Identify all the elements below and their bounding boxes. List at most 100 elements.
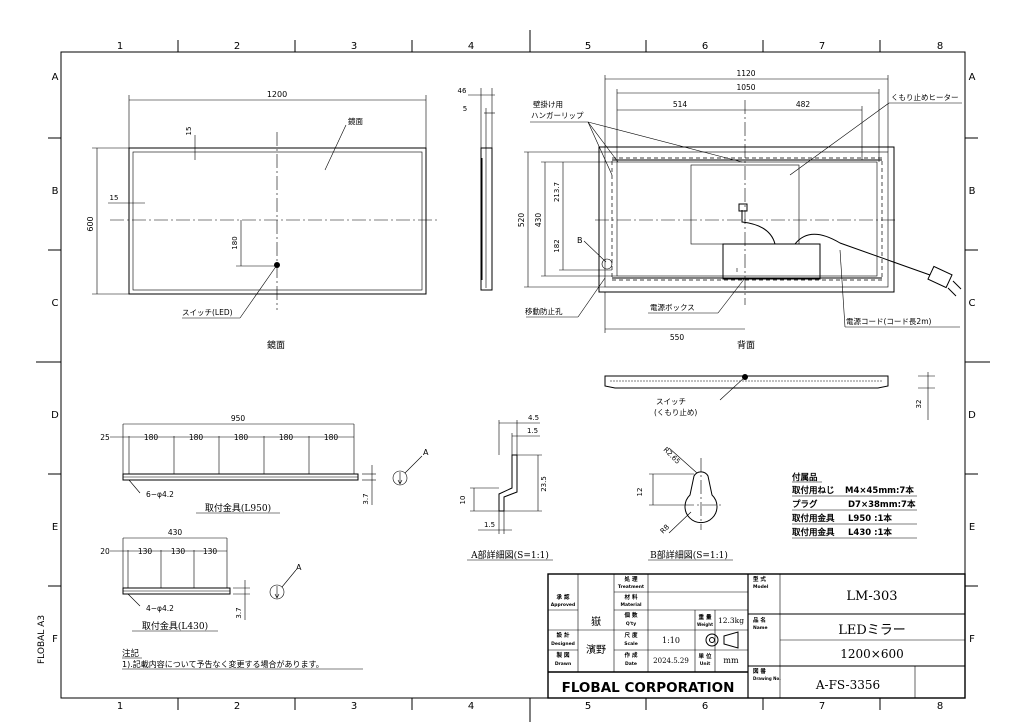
tb-treatment-jp: 処 理 xyxy=(624,575,638,583)
caption-detail-b: B部詳細図(S=1:1) xyxy=(650,549,728,561)
title-block: 承 認 Approved 設 計 Designed 製 図 Drawn 処 理 … xyxy=(547,573,966,699)
label-power-cord: 電源コード(コード長2m) xyxy=(846,317,932,326)
dim-a-1-5-top: 1.5 xyxy=(527,427,538,435)
label-switch-anti-fog-2: (くもり止め) xyxy=(654,407,697,417)
tb-approver: 嶽 xyxy=(591,616,601,628)
tb-drawing-no-jp: 図 番 xyxy=(753,667,766,675)
accessory-row-1-name: 取付用ねじ xyxy=(792,485,835,496)
tb-size-value: 1200×600 xyxy=(840,647,904,661)
grid-row-a-right: A xyxy=(969,72,976,83)
tb-unit-jp: 単 位 xyxy=(699,652,712,660)
grid-col-5-bottom: 5 xyxy=(585,701,591,712)
tb-approved-en: Approved xyxy=(551,602,575,608)
accessories-title: 付属品 xyxy=(792,472,818,483)
dim-a-1-5-bottom: 1.5 xyxy=(484,521,495,529)
dim-side-depth: 46 xyxy=(458,87,467,95)
caption-l430: 取付金具(L430) xyxy=(142,620,208,632)
grid-row-d-left: D xyxy=(51,410,59,421)
tb-model-jp: 型 式 xyxy=(753,575,766,583)
front-view: 1200 600 15 15 180 スイッチ(LED) 鏡面 鏡面 xyxy=(86,90,440,351)
grid-col-8-bottom: 8 xyxy=(937,701,943,712)
dim-back-1120: 1120 xyxy=(736,69,755,78)
tb-unit-en: Unit xyxy=(700,661,711,667)
detail-b: R2.65 12 R8 B部詳細図(S=1:1) xyxy=(636,446,733,561)
label-b: B xyxy=(577,236,583,245)
tb-drawing-no-value: A-FS-3356 xyxy=(815,678,880,692)
caption-detail-a: A部詳細図(S=1:1) xyxy=(470,549,549,561)
detail-a-marker-l430 xyxy=(269,584,285,600)
b-detail-marker xyxy=(601,258,613,270)
label-switch-led: スイッチ(LED) xyxy=(182,308,233,317)
grid-col-2-top: 2 xyxy=(234,41,240,52)
tb-unit-value: mm xyxy=(723,656,739,665)
grid-col-5-top: 5 xyxy=(585,41,591,52)
bracket-l950: 950 25 180 180 180 180 180 6−φ4.2 3.7 A … xyxy=(100,414,429,514)
tb-name-jp: 品 名 xyxy=(753,616,766,624)
dim-l950-total: 950 xyxy=(231,414,246,423)
grid-row-e-left: E xyxy=(52,522,58,533)
dim-a-4-5: 4.5 xyxy=(528,414,539,422)
back-view: 1120 1050 514 482 520 430 213.7 182 550 … xyxy=(517,69,962,351)
caption-back-view: 背面 xyxy=(737,339,755,351)
dim-back-550: 550 xyxy=(670,333,685,342)
bracket-l430: 430 20 130 130 130 4−φ4.2 3.7 A 取付金具(L43… xyxy=(100,528,302,632)
tb-model-en: Model xyxy=(753,584,769,590)
tb-drawn-jp: 製 図 xyxy=(557,651,570,659)
tb-weight-value: 12.3kg xyxy=(718,616,744,625)
grid-col-1-bottom: 1 xyxy=(117,701,123,712)
grid-col-7-bottom: 7 xyxy=(819,701,825,712)
plug-icon xyxy=(927,265,962,297)
label-l430-holes: 4−φ4.2 xyxy=(146,604,174,613)
dim-front-width: 1200 xyxy=(267,90,287,99)
caption-l950: 取付金具(L950) xyxy=(205,502,271,514)
dim-a-23-5: 23.5 xyxy=(540,476,548,492)
label-anti-move-hole: 移動防止孔 xyxy=(525,306,563,316)
dim-l430-3-7: 3.7 xyxy=(235,607,243,618)
dim-b-r2-65: R2.65 xyxy=(662,446,682,466)
dim-back-213-7: 213.7 xyxy=(553,182,561,202)
grid-col-7-top: 7 xyxy=(819,41,825,52)
tb-company: FLOBAL CORPORATION xyxy=(562,680,735,696)
tb-weight-en: Weight xyxy=(697,622,713,627)
accessory-row-1-value: M4×45mm:7本 xyxy=(845,485,914,496)
dim-front-side-margin: 15 xyxy=(110,194,119,202)
dim-a-10: 10 xyxy=(459,496,467,505)
tb-drawn-en: Drawn xyxy=(555,661,571,667)
grid-col-3-bottom: 3 xyxy=(351,701,357,712)
accessory-row-4-value: L430 :1本 xyxy=(848,527,892,538)
grid-row-a-left: A xyxy=(52,72,59,83)
dim-b-12: 12 xyxy=(636,488,644,497)
dim-l430-edge: 20 xyxy=(100,547,110,556)
tb-material-jp: 材 料 xyxy=(625,593,638,601)
dim-l430-pitch-3: 130 xyxy=(203,547,218,556)
grid-row-f-right: F xyxy=(969,634,975,645)
caption-front-view: 鏡面 xyxy=(267,339,285,351)
dim-switch-height: 180 xyxy=(231,236,239,249)
tb-approved-jp: 承 認 xyxy=(557,593,570,601)
dim-back-520: 520 xyxy=(517,213,526,228)
grid-row-e-right: E xyxy=(969,522,975,533)
dim-l950-3-7: 3.7 xyxy=(362,493,370,504)
grid-row-b-left: B xyxy=(52,186,59,197)
dim-back-1050: 1050 xyxy=(736,83,755,92)
tb-material-en: Material xyxy=(620,602,642,608)
label-power-box: 電源ボックス xyxy=(650,303,695,312)
tb-name-value: LEDミラー xyxy=(838,623,906,638)
dim-l950-pitch-2: 180 xyxy=(189,433,204,442)
grid-col-6-bottom: 6 xyxy=(702,701,708,712)
bottom-view: 32 スイッチ (くもり止め) xyxy=(604,372,935,420)
detail-a: 4.5 1.5 23.5 10 1.5 A部詳細図(S=1:1) xyxy=(459,414,553,561)
grid-row-c-left: C xyxy=(52,298,59,309)
label-switch-anti-fog-1: スイッチ xyxy=(656,397,686,406)
projection-symbol-icon xyxy=(705,631,739,649)
label-hanger-line2: ハンガーリップ xyxy=(531,110,584,120)
dim-l430-pitch-2: 130 xyxy=(171,547,186,556)
tb-weight-jp: 重 量 xyxy=(699,613,712,621)
grid-row-b-right: B xyxy=(969,186,976,197)
accessory-row-2-value: D7×38mm:7本 xyxy=(848,499,916,510)
tb-treatment-en: Treatment xyxy=(618,584,645,590)
grid-col-8-top: 8 xyxy=(937,41,943,52)
dim-l430-pitch-1: 130 xyxy=(138,547,153,556)
